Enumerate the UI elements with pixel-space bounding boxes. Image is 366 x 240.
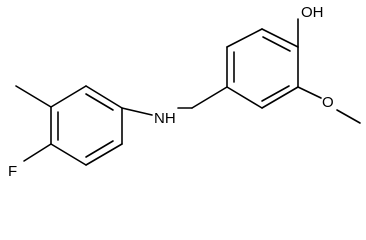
bond-o-ch3 (336, 109, 361, 124)
bond-c-f (23, 143, 52, 162)
bond (50, 143, 87, 166)
bond-c-o (297, 86, 322, 99)
bond (261, 86, 299, 109)
double-bond-inner (262, 36, 291, 52)
amine-label: NH (154, 110, 176, 127)
structure-canvas: OH O NH F (8, 4, 361, 180)
bond-ring-ch2 (191, 86, 228, 109)
double-bond-inner (85, 140, 114, 158)
double-bond-inner (85, 93, 114, 111)
double-bond-inner (261, 85, 290, 102)
bond (261, 28, 299, 48)
aniline-ring (50, 85, 123, 166)
bond-n-ring (121, 107, 153, 116)
bond (85, 143, 123, 166)
phenol-ring (226, 28, 299, 109)
hydroxyl-label: OH (301, 4, 324, 21)
molecule-drawing: OH O NH F (8, 4, 361, 180)
bond-c-ch3 (15, 85, 52, 108)
methoxy-oxygen-label: O (322, 94, 334, 111)
bond (50, 85, 87, 108)
bond (226, 86, 263, 109)
bond (226, 28, 263, 48)
fluorine-label: F (8, 163, 17, 180)
bond (85, 85, 123, 109)
